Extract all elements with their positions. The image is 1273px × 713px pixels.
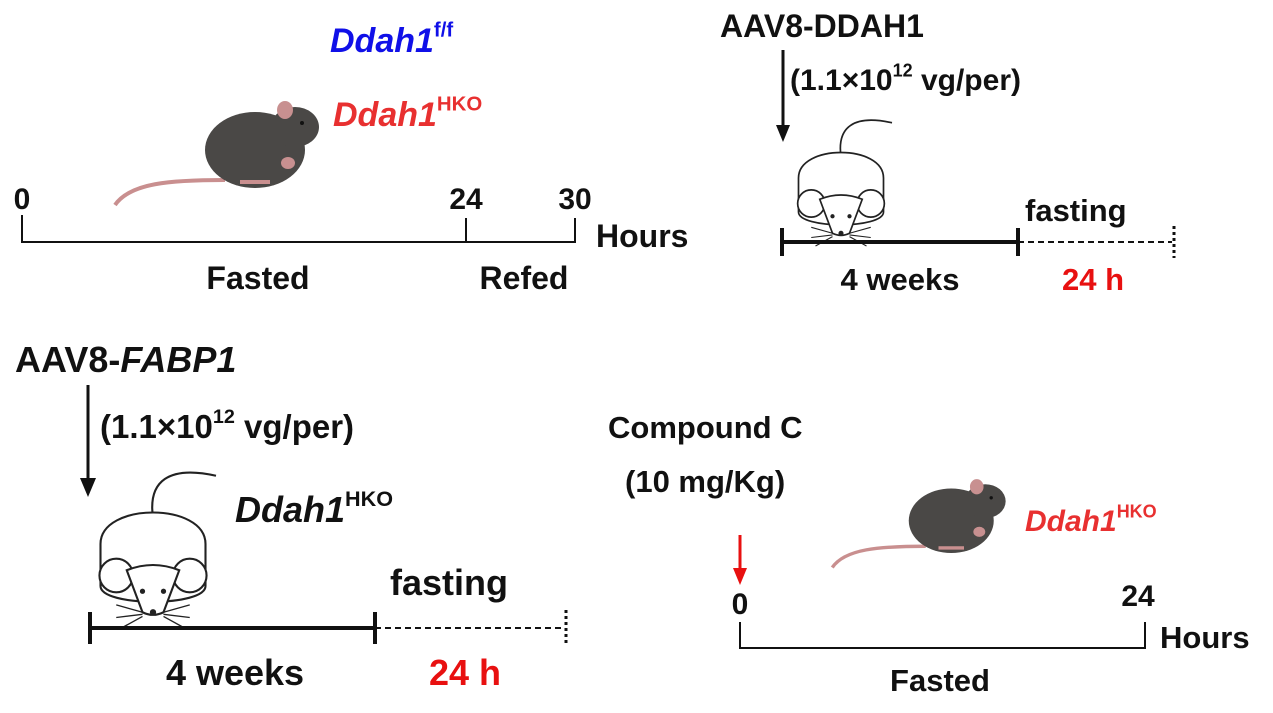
duration-label: 4 weeks <box>840 262 960 297</box>
fasting-label: fasting <box>1025 193 1127 228</box>
genotype-hko-label: Ddah1HKO <box>1025 501 1157 538</box>
genotype-flox-label: Ddah1f/f <box>330 19 454 60</box>
unit-label: Hours <box>1160 620 1250 655</box>
vector-label: AAV8-DDAH1 <box>720 8 924 44</box>
white-mouse-icon <box>796 119 893 247</box>
fasting-label: fasting <box>390 562 509 603</box>
timeline-d <box>739 622 1146 649</box>
dose-label: (1.1×1012 vg/per) <box>790 60 1021 97</box>
tick-label: 24 <box>449 183 483 216</box>
vector-label: AAV8-FABP1 <box>15 339 237 380</box>
duration-label: 4 weeks <box>165 652 305 693</box>
white-mouse-icon <box>98 471 218 630</box>
injection-arrow-c <box>80 385 96 497</box>
duration-label: 24 h <box>428 652 502 693</box>
timeline-c <box>88 610 568 646</box>
tick-label: 24 <box>1121 580 1155 613</box>
dose-label: (1.1×1012 vg/per) <box>100 406 355 445</box>
dark-mouse-icon <box>830 477 1008 570</box>
tick-label: 0 <box>13 183 31 216</box>
compound-arrow <box>733 535 747 585</box>
dark-mouse-icon <box>113 99 321 207</box>
compound-label: Compound C <box>608 410 803 445</box>
phase-label: Refed <box>479 260 569 296</box>
timeline-b <box>780 226 1176 258</box>
injection-arrow-b <box>776 50 790 142</box>
timeline-a <box>21 215 576 243</box>
tick-label: 0 <box>731 588 749 621</box>
phase-label: Fasted <box>206 260 310 296</box>
compound-dose-label: (10 mg/Kg) <box>625 464 786 499</box>
genotype-hko-label: Ddah1HKO <box>235 485 394 530</box>
phase-label: Fasted <box>890 663 990 698</box>
duration-label: 24 h <box>1061 262 1125 297</box>
tick-label: 30 <box>558 183 592 216</box>
unit-label: Hours <box>596 218 689 254</box>
genotype-hko-label: Ddah1HKO <box>333 93 483 134</box>
